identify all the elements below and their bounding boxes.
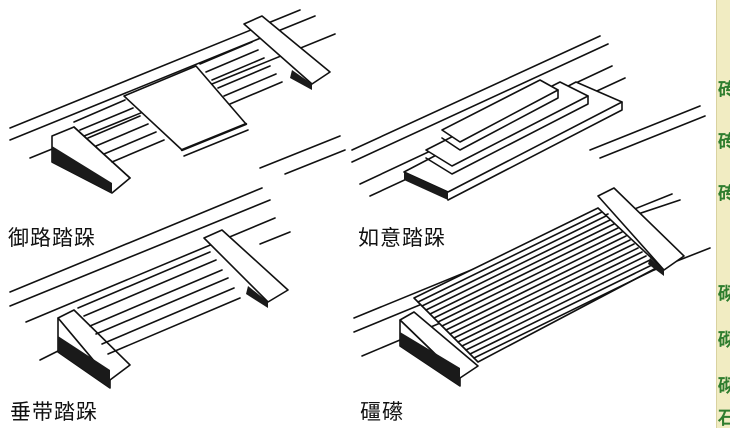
edge-glyph: 砖 [718,186,730,204]
edge-glyph: 砌 [718,286,730,304]
edge-glyph: 砖 [718,134,730,152]
edge-glyph: 砖 [718,82,730,100]
caption-jiangca: 礓礤 [360,400,404,424]
edge-glyph: 砌 [718,378,730,396]
edge-glyph: 石 [718,410,730,428]
caption-chuidai-tadu: 垂带踏跺 [10,400,98,424]
adjacent-page-edge-strip: 砖 砖 砖 砌 砌 砌 石 [716,0,730,428]
edge-glyph: 砌 [718,332,730,350]
figure-chuidai-tadu [9,187,291,389]
figure-ruyi-tadu [351,35,706,201]
caption-yulu-tadu: 御路踏跺 [8,226,96,250]
caption-ruyi-tadu: 如意踏跺 [358,226,446,250]
figure-yulu-tadu [9,9,346,194]
figure-jiangca [353,187,711,387]
